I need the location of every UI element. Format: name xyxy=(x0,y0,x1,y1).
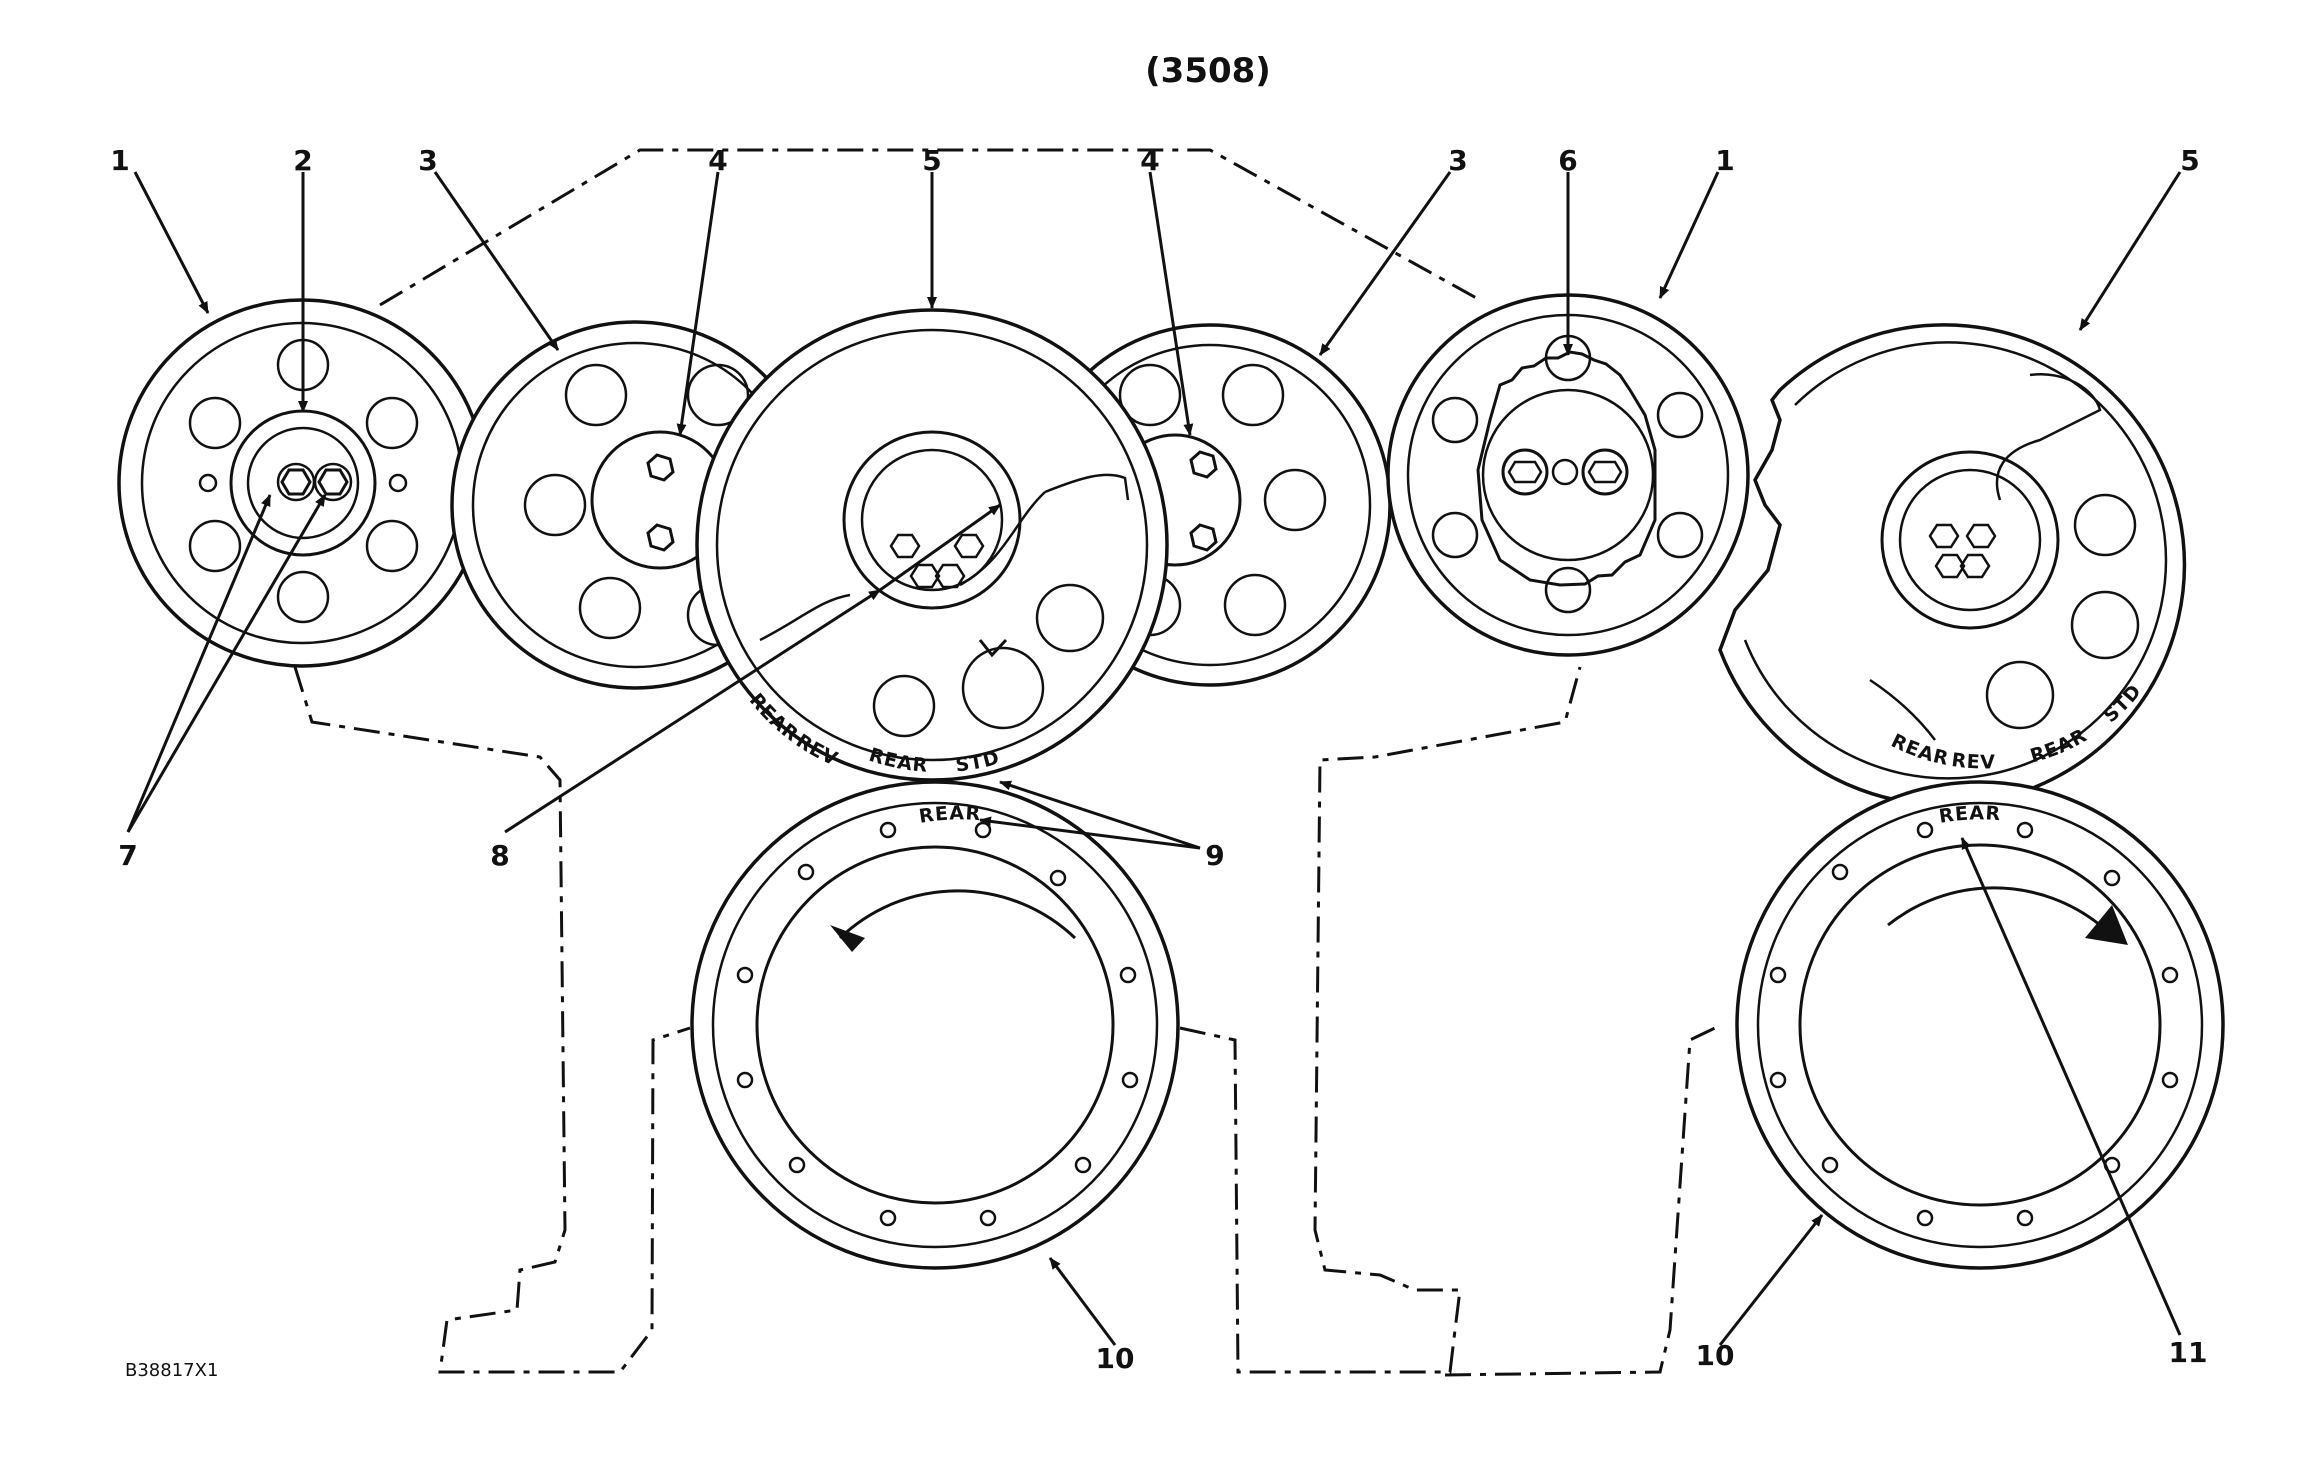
callout-labels: 1 2 3 4 5 4 3 6 1 5 7 8 9 10 10 11 xyxy=(110,144,2207,1375)
callout-3-left: 3 xyxy=(418,144,437,177)
callout-2: 2 xyxy=(293,144,312,177)
leader-lines xyxy=(126,171,2182,1346)
callout-1-left: 1 xyxy=(110,144,129,177)
callout-11: 11 xyxy=(2169,1336,2208,1369)
right-crank-mark-rear: REAR xyxy=(1937,802,2001,828)
crankshaft-gear-right: REAR xyxy=(1735,780,2225,1270)
callout-7: 7 xyxy=(118,839,137,872)
callout-9: 9 xyxy=(1205,839,1224,872)
cluster-gear-right: REAR REV REAR STD xyxy=(1718,323,2187,807)
callout-6: 6 xyxy=(1558,144,1577,177)
crankshaft-gear-left: REAR xyxy=(690,780,1180,1270)
diagram-title: (3508) xyxy=(1145,51,1271,91)
callout-5-left: 5 xyxy=(922,144,941,177)
callout-10-right: 10 xyxy=(1696,1339,1735,1372)
cluster-gear-left: REAR REV REAR STD xyxy=(695,308,1169,782)
callout-10-left: 10 xyxy=(1096,1342,1135,1375)
callout-8: 8 xyxy=(490,839,509,872)
callout-1-right: 1 xyxy=(1715,144,1734,177)
right-gear-mark-rev: REV xyxy=(1950,749,1996,774)
figure-id: B38817X1 xyxy=(125,1360,218,1381)
callout-4-right: 4 xyxy=(1140,144,1159,177)
callout-5-right: 5 xyxy=(2180,144,2199,177)
callout-3-right: 3 xyxy=(1448,144,1467,177)
callout-4-left: 4 xyxy=(708,144,727,177)
left-crank-mark-rear: REAR xyxy=(917,802,981,828)
